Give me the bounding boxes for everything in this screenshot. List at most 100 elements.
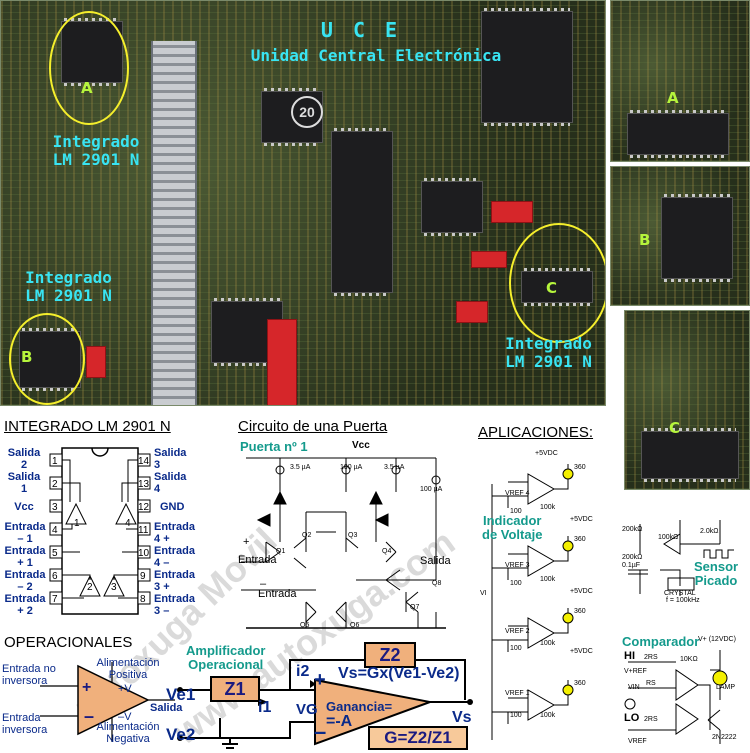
board-number: 20: [291, 96, 323, 128]
pin-number: 7: [52, 594, 58, 605]
comparador-resistor: 2RS: [644, 716, 658, 723]
transistor-label: Q7: [410, 604, 420, 611]
supply-label: +5VDC: [570, 588, 593, 595]
sensor-value: f = 100kHz: [666, 597, 700, 604]
chip-lm2901n: [627, 110, 729, 158]
vref-label: VREF 4: [505, 490, 530, 497]
vs-label: Vs: [452, 709, 472, 726]
circle-label-c: C: [546, 279, 558, 297]
resistor-label: 360: [574, 680, 586, 687]
pin-label-3: Vcc: [14, 501, 34, 513]
chip-main-1: [331, 128, 393, 296]
vi-label: VI: [480, 590, 487, 597]
z2-box: Z2: [364, 642, 416, 668]
comparador-resistor: RS: [646, 680, 656, 687]
pin-number: 14: [138, 456, 150, 467]
pin-number: 6: [52, 571, 58, 582]
minus-v-label: –V: [118, 711, 132, 723]
capacitor-red: [456, 301, 488, 323]
resistor-label: 360: [574, 464, 586, 471]
entrada-minus-sign: –: [260, 578, 267, 590]
highlight-ring-a: [49, 11, 129, 125]
svg-text:–: –: [84, 706, 94, 726]
circle-label-b: B: [21, 348, 33, 366]
pin-label-7: Entrada+ 2: [4, 593, 46, 617]
ganancia-label: Ganancia==-A: [326, 699, 393, 730]
current-source-label: 3.5 µA: [384, 464, 405, 471]
capacitor-red: [491, 201, 533, 223]
chip-inset-c: [641, 428, 739, 482]
vcc-label: Vcc: [352, 440, 370, 451]
vg-label: VG: [296, 701, 318, 718]
voltage-indicator-schematic: [491, 464, 574, 740]
puerta-heading: Circuito de una Puerta: [238, 418, 388, 435]
pin-number: 11: [138, 525, 149, 536]
board-photo-b: B: [610, 166, 750, 306]
current-source-label: 100 µA: [420, 486, 443, 493]
comparator-number: 1: [74, 518, 80, 529]
op-minus-sign: –: [314, 719, 327, 744]
op-plus-sign: +: [314, 669, 326, 691]
pin-label-12: GND: [160, 501, 185, 513]
pin-label-4: Entrada– 1: [4, 521, 46, 545]
transistor-label: Q3: [348, 532, 358, 539]
capacitor-red: [267, 319, 297, 405]
vref-label: VREF 3: [505, 562, 530, 569]
plus-v-label: +V: [118, 683, 132, 695]
resistor-label: 100k: [540, 576, 556, 583]
svg-text:+: +: [82, 679, 91, 696]
highlight-ring-c: [509, 223, 605, 343]
sensor-value: 0.1µF: [622, 562, 641, 569]
lm2901-heading: INTEGRADO LM 2901 N: [4, 418, 171, 435]
entrada-label-bottom: Entrada: [258, 588, 297, 600]
inset-label-c: C: [669, 419, 681, 437]
pin-number: 10: [138, 548, 150, 559]
lm2901-pinout-diagram: [49, 447, 151, 615]
comparador-supply: V+ (12VDC): [698, 636, 736, 643]
resistor-label: 100k: [540, 640, 556, 647]
sensor-value: 200kΩ: [622, 554, 643, 561]
puerta-schematic: [241, 457, 446, 629]
sensor-value: 2.0kΩ: [700, 528, 719, 535]
sensor-schematic: [628, 520, 734, 596]
board-photo-a: A: [610, 0, 750, 162]
comparator-number: 3: [111, 582, 117, 593]
chip-main-2: [481, 8, 573, 126]
comparador-transistor: 2N2222: [712, 734, 737, 741]
pin-number: 2: [52, 479, 58, 490]
circle-label-a: A: [81, 79, 93, 97]
comparador-vref: VREF: [628, 738, 647, 745]
capacitor-red: [86, 346, 106, 378]
comparador-lo: LO: [624, 712, 640, 724]
inset-label-b: B: [639, 231, 651, 249]
op-amp-circuit: [177, 659, 473, 749]
inset-label-a: A: [667, 89, 679, 107]
sensor-value: 200kΩ: [622, 526, 643, 533]
photo-subtitle: Unidad Central Electrónica: [250, 46, 502, 65]
highlight-ring-b: [9, 313, 85, 405]
comparador-schematic: [624, 650, 728, 744]
supply-label: +5VDC: [535, 450, 558, 457]
photo-title: U C E: [320, 18, 402, 42]
entrada-plus-sign: +: [243, 536, 250, 548]
transistor-label: Q4: [382, 548, 392, 555]
vref-label: VREF 2: [505, 628, 530, 635]
entrada-label-top: Entrada: [238, 554, 277, 566]
resistor-label: 360: [574, 536, 586, 543]
resistor-label: 100: [510, 508, 522, 515]
transistor-label: Q1: [276, 548, 286, 555]
comparador-vref: V+REF: [624, 668, 647, 675]
salida-label-op: Salida: [150, 702, 183, 714]
capacitor-red: [471, 251, 507, 268]
current-source-label: 3.5 µA: [290, 464, 311, 471]
resistor-label: 100k: [540, 504, 556, 511]
pin-number: 3: [52, 502, 58, 513]
